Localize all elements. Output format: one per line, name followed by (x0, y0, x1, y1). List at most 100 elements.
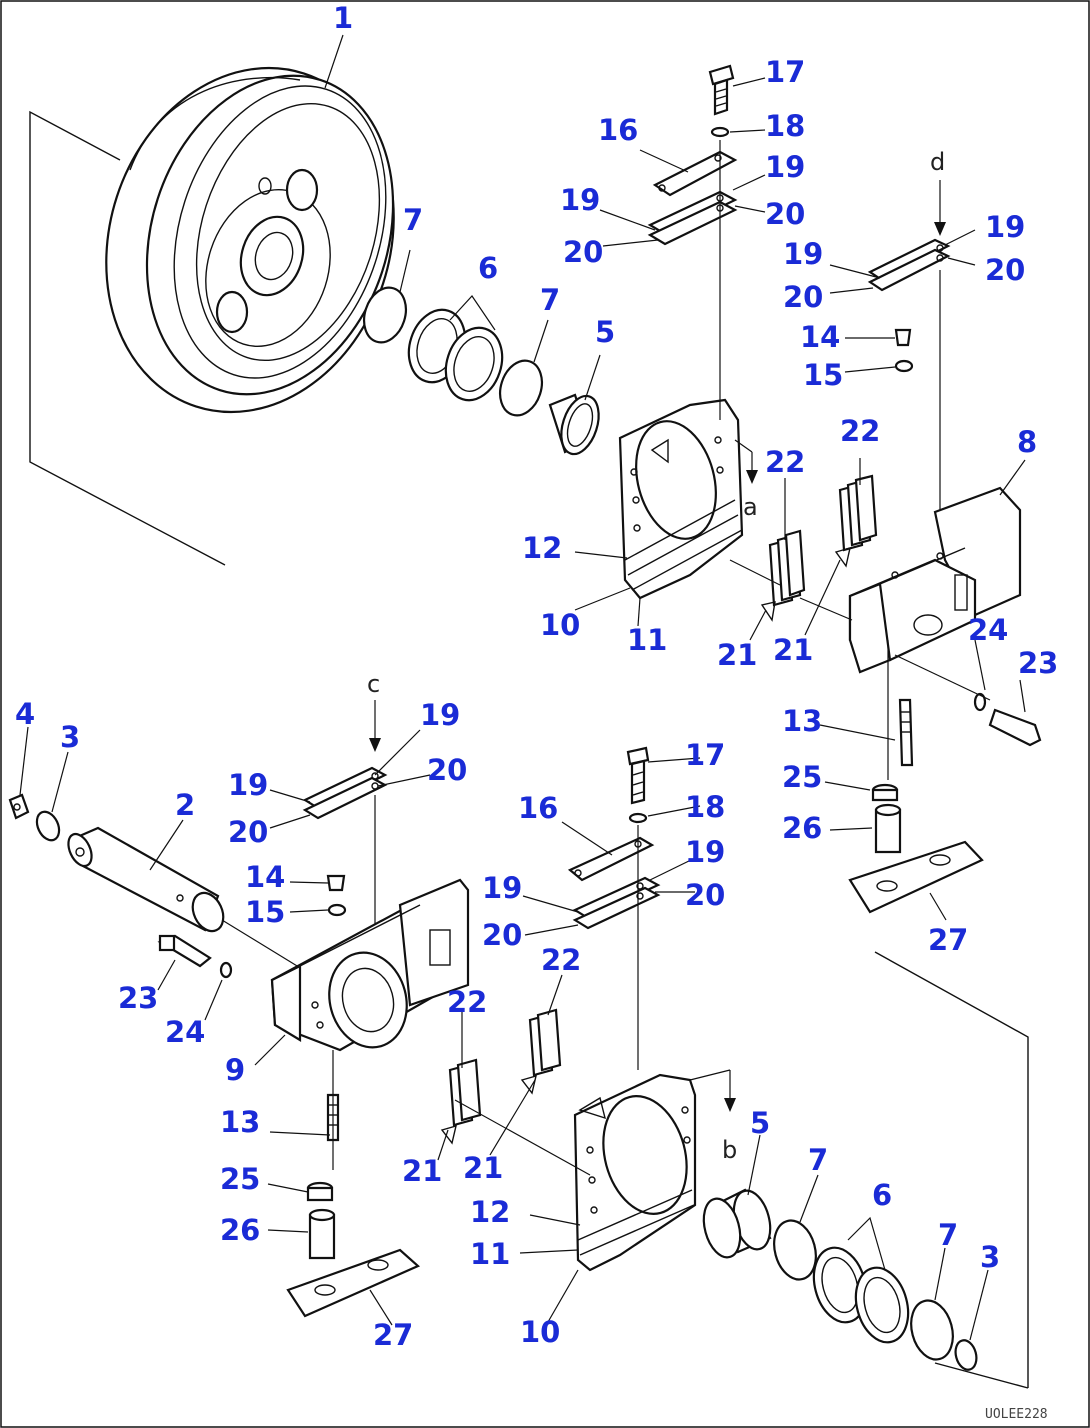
part-label-19: 19 (228, 768, 268, 802)
part-label-20: 20 (985, 253, 1025, 287)
shim-pack-lower-a (440, 1058, 482, 1145)
washer-small-right (894, 359, 914, 373)
reference-marks: d a c b (367, 148, 945, 1164)
shaft (67, 826, 225, 933)
part-label-15: 15 (803, 358, 843, 392)
reference-mark-c: c (367, 670, 380, 698)
part-label-16: 16 (518, 791, 558, 825)
part-label-20: 20 (482, 918, 522, 952)
part-label-23: 23 (118, 981, 158, 1015)
part-label-7: 7 (808, 1143, 828, 1177)
spacer-right (874, 803, 902, 854)
part-label-19: 19 (783, 237, 823, 271)
plug-right (954, 1339, 978, 1371)
bolt-upper (708, 64, 735, 138)
plate-stack-right (867, 238, 951, 292)
part-label-23: 23 (1018, 646, 1058, 680)
plug-small-left (8, 793, 30, 820)
part-label-22: 22 (541, 943, 581, 977)
part-label-2: 2 (175, 788, 195, 822)
part-label-11: 11 (627, 623, 667, 657)
part-label-10: 10 (540, 608, 580, 642)
washer-small-left (327, 903, 347, 917)
plate-stack-lower (567, 836, 661, 930)
reference-mark-b: b (722, 1136, 737, 1164)
cap-right (871, 783, 899, 802)
part-label-5: 5 (750, 1106, 770, 1140)
part-label-20: 20 (427, 753, 467, 787)
shim-pack-upper-b (834, 474, 878, 568)
part-label-22: 22 (840, 414, 880, 448)
bolt-small-right (894, 328, 912, 347)
part-label-18: 18 (685, 790, 725, 824)
plate-right (848, 840, 984, 914)
perspective-frame (29, 110, 1029, 1389)
cap-left (306, 1181, 334, 1202)
part-label-26: 26 (782, 811, 822, 845)
shim-pack-lower-b (520, 1008, 562, 1095)
part-label-16: 16 (598, 113, 638, 147)
part-label-25: 25 (220, 1162, 260, 1196)
part-label-9: 9 (225, 1053, 245, 1087)
part-label-27: 27 (373, 1318, 413, 1352)
o-ring-icon (499, 359, 543, 417)
reference-mark-d: d (930, 148, 945, 176)
part-label-20: 20 (228, 815, 268, 849)
part-number-labels: 1 7 6 7 5 17 18 16 19 19 20 20 19 19 20 … (15, 1, 1058, 1352)
plug-left (35, 810, 61, 842)
part-label-14: 14 (245, 860, 285, 894)
part-label-13: 13 (782, 704, 822, 738)
part-label-10: 10 (520, 1315, 560, 1349)
support-lower-left (270, 878, 470, 1052)
part-label-20: 20 (765, 197, 805, 231)
part-label-15: 15 (245, 895, 285, 929)
part-label-20: 20 (685, 878, 725, 912)
part-label-6: 6 (478, 251, 498, 285)
part-label-20: 20 (783, 280, 823, 314)
part-label-20: 20 (563, 235, 603, 269)
drawing-code: UOLEE228 (985, 1407, 1048, 1422)
part-label-21: 21 (402, 1154, 442, 1188)
part-label-19: 19 (482, 871, 522, 905)
floating-seal-lower (812, 1246, 910, 1344)
part-label-11: 11 (470, 1237, 510, 1271)
part-label-12: 12 (470, 1195, 510, 1229)
part-label-3: 3 (60, 720, 80, 754)
bushing-lower (702, 1188, 772, 1259)
part-label-4: 4 (15, 697, 35, 731)
bolt-side-left (157, 934, 233, 979)
spacer-left (308, 1208, 336, 1260)
idler-wheel (105, 66, 395, 414)
part-label-6: 6 (872, 1178, 892, 1212)
leaders-lower (19, 726, 989, 1341)
plate-left (286, 1248, 421, 1318)
o-ring-icon (363, 286, 407, 344)
part-label-18: 18 (765, 109, 805, 143)
part-label-19: 19 (765, 150, 805, 184)
part-label-5: 5 (595, 315, 615, 349)
stud-right (898, 698, 914, 767)
part-label-21: 21 (463, 1151, 503, 1185)
part-label-12: 12 (522, 531, 562, 565)
reference-mark-a: a (743, 493, 758, 521)
part-label-24: 24 (968, 613, 1008, 647)
part-label-13: 13 (220, 1105, 260, 1139)
part-label-27: 27 (928, 923, 968, 957)
part-label-24: 24 (165, 1015, 205, 1049)
part-label-19: 19 (985, 210, 1025, 244)
part-label-1: 1 (333, 1, 353, 35)
part-label-19: 19 (420, 698, 460, 732)
part-label-22: 22 (765, 445, 805, 479)
support-upper-right (848, 486, 1022, 674)
part-label-7: 7 (938, 1218, 958, 1252)
bolt-lower (626, 746, 650, 824)
bolt-side-right (973, 692, 1042, 747)
part-label-21: 21 (717, 638, 757, 672)
o-ring-icon (910, 1299, 954, 1361)
part-label-7: 7 (540, 283, 560, 317)
shim-pack-upper-a (760, 529, 806, 622)
part-label-22: 22 (447, 985, 487, 1019)
floating-seal-upper (407, 308, 504, 402)
part-label-8: 8 (1017, 425, 1037, 459)
